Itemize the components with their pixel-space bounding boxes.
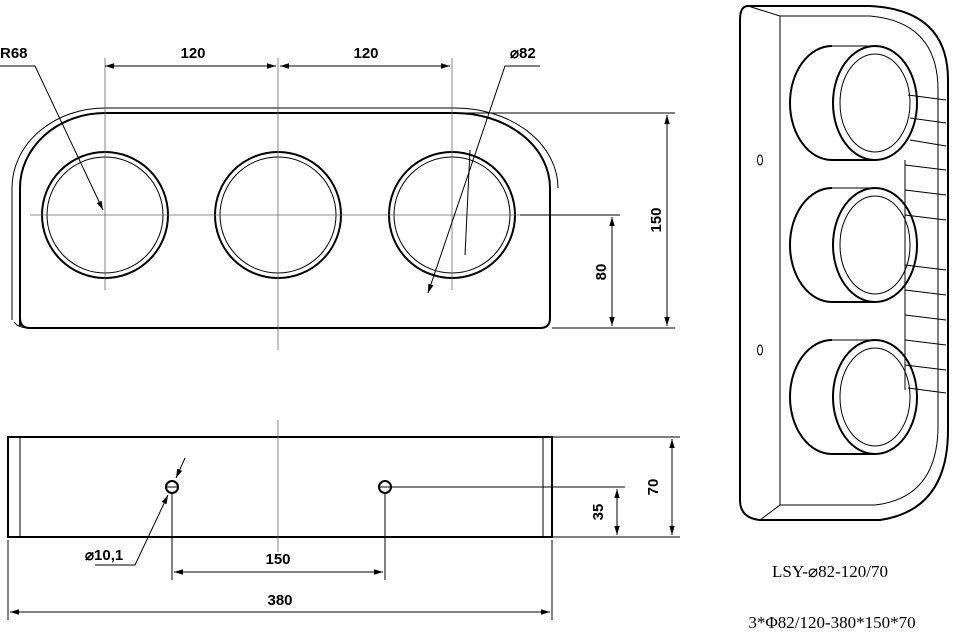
radius-leader (0, 65, 104, 211)
depth-dimension (552, 436, 680, 538)
mount-hole-left (165, 480, 179, 494)
side-hole-lower (757, 344, 763, 356)
side-hole-upper (757, 154, 763, 166)
hole-height-label: 35 (590, 504, 607, 521)
model-caption: LSY-⌀82-120/70 (772, 562, 888, 581)
mount-spacing-dimension (171, 493, 386, 580)
mount-hole-label: ⌀10,1 (85, 547, 123, 564)
hole-diameter-label: ⌀82 (510, 45, 536, 62)
plate-outline (19, 112, 551, 329)
center-lines (30, 58, 545, 350)
overall-length-dimension (7, 540, 553, 620)
tube-middle (789, 187, 918, 303)
plate-bottom-edge (13, 321, 31, 329)
hole-diameter-leader (427, 65, 540, 294)
ribs (904, 94, 947, 394)
spacing-label-right: 120 (353, 45, 378, 62)
mount-hole-right (378, 480, 392, 494)
plate-inner-edge (11, 107, 559, 320)
mount-spacing-label: 150 (265, 551, 290, 568)
tube-bottom (789, 339, 918, 455)
tube-top (789, 45, 918, 161)
front-view: 120 120 R68 ⌀82 150 80 (0, 45, 675, 350)
mount-hole-leader (95, 494, 169, 566)
bottom-view: ⌀10,1 150 380 35 70 (7, 420, 680, 620)
height-dimension (458, 112, 675, 329)
height-label: 150 (648, 207, 665, 232)
radius-label: R68 (0, 45, 28, 62)
depth-label: 70 (645, 479, 662, 496)
hole-height-dimension (391, 486, 625, 538)
spacing-label-left: 120 (180, 45, 205, 62)
isometric-view (739, 5, 949, 521)
spec-caption: 3*Φ82/120-380*150*70 (748, 613, 915, 632)
center-height-label: 80 (593, 264, 610, 281)
center-height-dimension (520, 214, 620, 326)
overall-length-label: 380 (267, 592, 292, 609)
